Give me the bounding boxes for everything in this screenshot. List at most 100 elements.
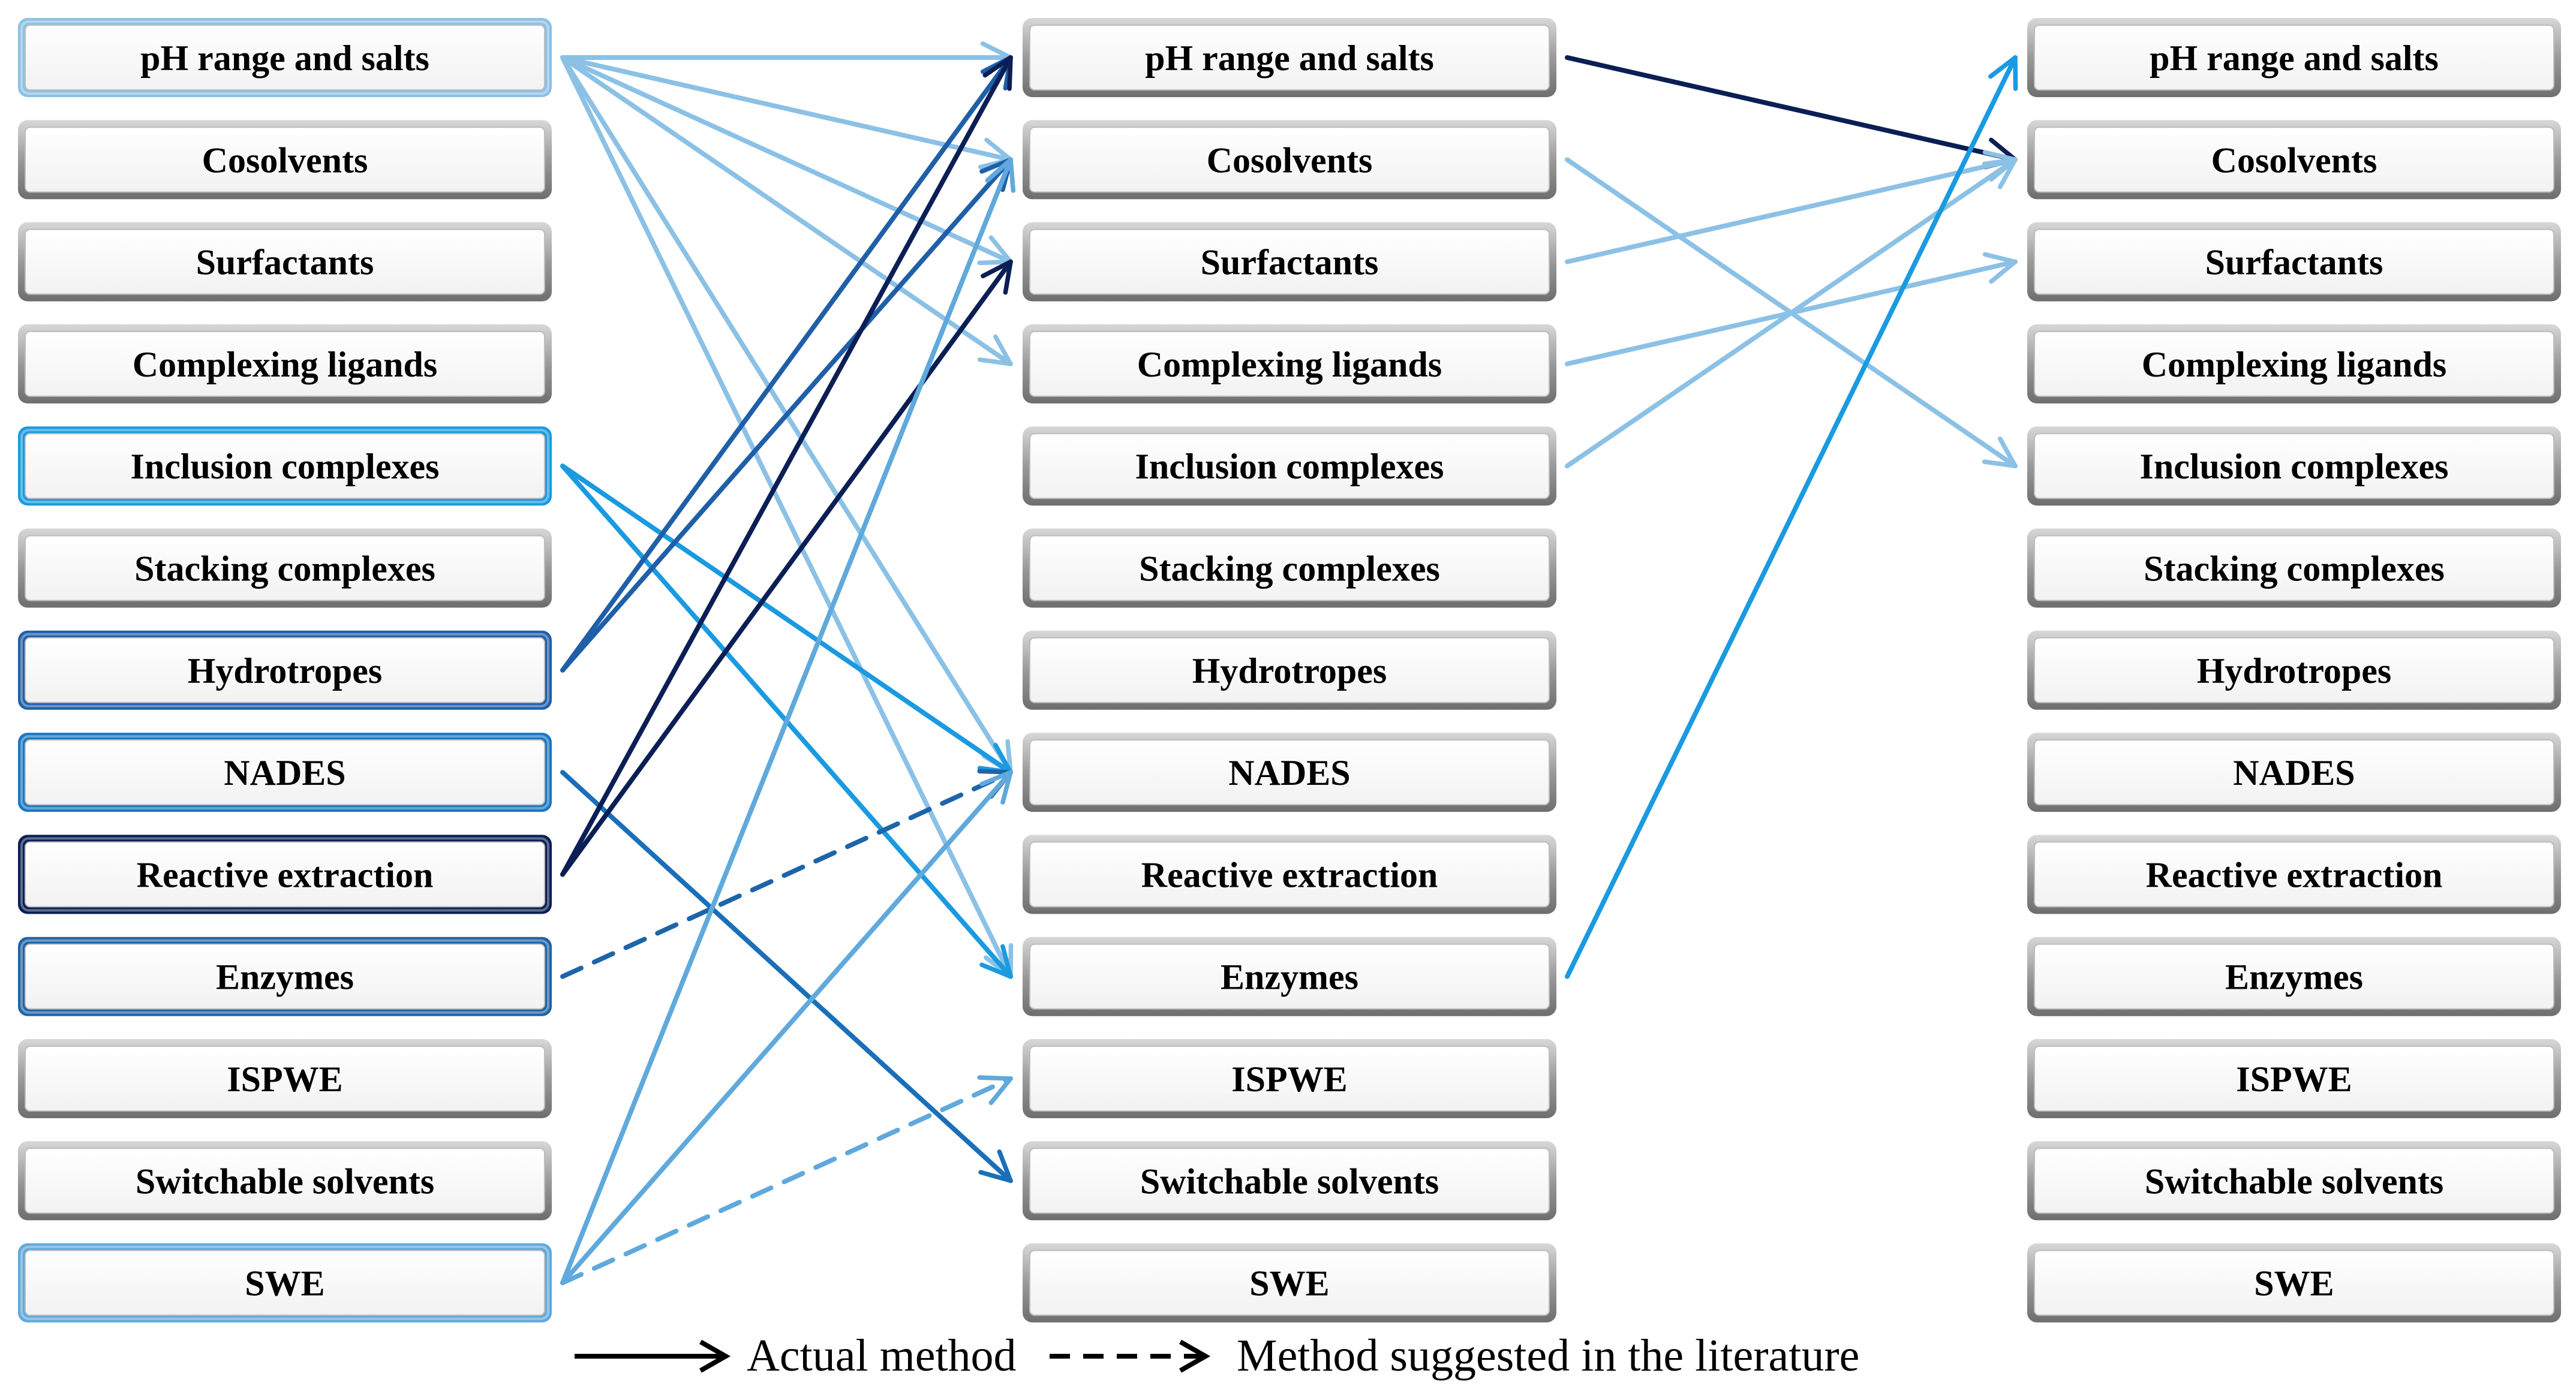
box-face	[25, 943, 545, 1010]
solid-arrow-3	[560, 55, 1013, 366]
target-box-enzymes: Enzymes	[2027, 937, 2561, 1016]
box-label: Inclusion complexes	[130, 447, 439, 486]
target-box-reactive-extraction: Reactive extraction	[2027, 835, 2561, 914]
box-face	[1029, 1046, 1550, 1112]
source-box-inclusion-complexes: Inclusion complexes	[18, 426, 552, 506]
target-box-surfactants: Surfactants	[2027, 222, 2561, 302]
box-face	[1029, 739, 1550, 806]
box-rim	[20, 633, 549, 707]
solid-arrow-2	[560, 55, 1013, 266]
solid-arrow-5	[560, 55, 1014, 979]
middle-box-enzymes: Enzymes	[1023, 937, 1556, 1016]
box-label: Hydrotropes	[1192, 651, 1387, 691]
source-box-nades: NADES	[18, 733, 552, 812]
box-label: Hydrotropes	[2197, 651, 2391, 691]
box-label: ISPWE	[227, 1059, 342, 1099]
box-label: Inclusion complexes	[1135, 447, 1444, 486]
box-label: Hydrotropes	[188, 651, 382, 691]
box-face	[1029, 25, 1550, 91]
target-box-switchable-solvents: Switchable solvents	[2027, 1141, 2561, 1221]
target-box-stacking-complexes: Stacking complexes	[2027, 528, 2561, 608]
box-face	[2034, 1148, 2554, 1214]
box-face	[2034, 637, 2554, 703]
source-box-reactive-extraction: Reactive extraction	[18, 835, 552, 914]
box-face	[25, 330, 545, 397]
target-box-cosolvents: Cosolvents	[2027, 120, 2561, 200]
middle-box-cosolvents: Cosolvents	[1023, 120, 1556, 200]
box-label: NADES	[2233, 753, 2355, 793]
middle-box-surfactants: Surfactants	[1023, 222, 1556, 302]
box-label: Complexing ligands	[1137, 345, 1442, 384]
box-face	[1029, 127, 1550, 193]
source-box-switchable-solvents: Switchable solvents	[18, 1141, 552, 1221]
target-box-ph-range-and-salts: pH range and salts	[2027, 18, 2561, 97]
solid-arrow-14	[560, 157, 1016, 1285]
source-box-hydrotropes: Hydrotropes	[18, 630, 552, 710]
box-label: Complexing ligands	[133, 345, 437, 384]
box-face	[25, 228, 545, 295]
source-box-cosolvents: Cosolvents	[18, 120, 552, 200]
legend-actual-label: Actual method	[747, 1330, 1017, 1381]
box-label: pH range and salts	[140, 38, 429, 78]
box-face	[25, 535, 545, 601]
middle-box-inclusion-complexes: Inclusion complexes	[1023, 426, 1556, 506]
middle-box-nades: NADES	[1023, 733, 1556, 812]
box-rim	[20, 939, 549, 1014]
source-box-stacking-complexes: Stacking complexes	[18, 528, 552, 608]
box-face	[2034, 330, 2554, 397]
connection-arrows	[560, 41, 2018, 1285]
source-box-complexing-ligands: Complexing ligands	[18, 324, 552, 404]
box-label: SWE	[1249, 1264, 1329, 1303]
solid-arrow-17	[1565, 55, 2018, 170]
box-label: NADES	[1228, 753, 1350, 793]
box-face	[1029, 637, 1550, 703]
box-face	[2034, 1249, 2554, 1316]
legend: Actual method Method suggested in the li…	[575, 1330, 1859, 1381]
source-box-enzymes: Enzymes	[18, 937, 552, 1016]
box-face	[1029, 330, 1550, 397]
legend-solid-arrowhead	[699, 1339, 731, 1373]
box-label: ISPWE	[2236, 1059, 2352, 1099]
box-label: Surfactants	[1201, 243, 1379, 282]
target-box-nades: NADES	[2027, 733, 2561, 812]
box-label: ISPWE	[1231, 1059, 1347, 1099]
box-label: Reactive extraction	[2146, 855, 2443, 895]
box-face	[1029, 1148, 1550, 1214]
box-rim	[20, 837, 549, 912]
source-box-surfactants: Surfactants	[18, 222, 552, 302]
box-rim	[20, 429, 549, 504]
box-face	[1029, 841, 1550, 908]
box-label: NADES	[224, 753, 345, 793]
box-face	[25, 739, 545, 806]
solid-arrow-6	[560, 463, 1013, 775]
target-box-complexing-ligands: Complexing ligands	[2027, 324, 2561, 404]
target-box-swe: SWE	[2027, 1243, 2561, 1323]
box-face	[2034, 25, 2554, 91]
box-face	[2034, 739, 2554, 806]
box-face	[1029, 433, 1550, 499]
dashed-arrow-13	[560, 769, 1013, 979]
box-face	[25, 841, 545, 908]
box-face	[2034, 841, 2554, 908]
box-rim	[20, 20, 549, 95]
box-face	[25, 1249, 545, 1316]
middle-box-stacking-complexes: Stacking complexes	[1023, 528, 1556, 608]
box-label: Enzymes	[216, 958, 354, 997]
box-label: Enzymes	[2225, 958, 2363, 997]
method-boxes: pH range and saltsCosolventsSurfactantsC…	[18, 18, 2561, 1323]
box-rim	[20, 1245, 549, 1320]
legend-suggested-label: Method suggested in the literature	[1237, 1330, 1859, 1381]
source-box-swe: SWE	[18, 1243, 552, 1323]
box-label: Stacking complexes	[2144, 549, 2445, 589]
middle-box-ispwe: ISPWE	[1023, 1039, 1556, 1118]
box-label: Switchable solvents	[2145, 1161, 2443, 1201]
middle-box-switchable-solvents: Switchable solvents	[1023, 1141, 1556, 1221]
solid-arrow-9	[560, 157, 1013, 673]
box-face	[1029, 1249, 1550, 1316]
middle-box-swe: SWE	[1023, 1243, 1556, 1323]
box-label: Cosolvents	[202, 140, 368, 180]
solid-arrow-12	[560, 259, 1013, 877]
box-face	[2034, 127, 2554, 193]
solid-arrow-10	[560, 770, 1013, 1184]
box-label: Switchable solvents	[1140, 1161, 1439, 1201]
